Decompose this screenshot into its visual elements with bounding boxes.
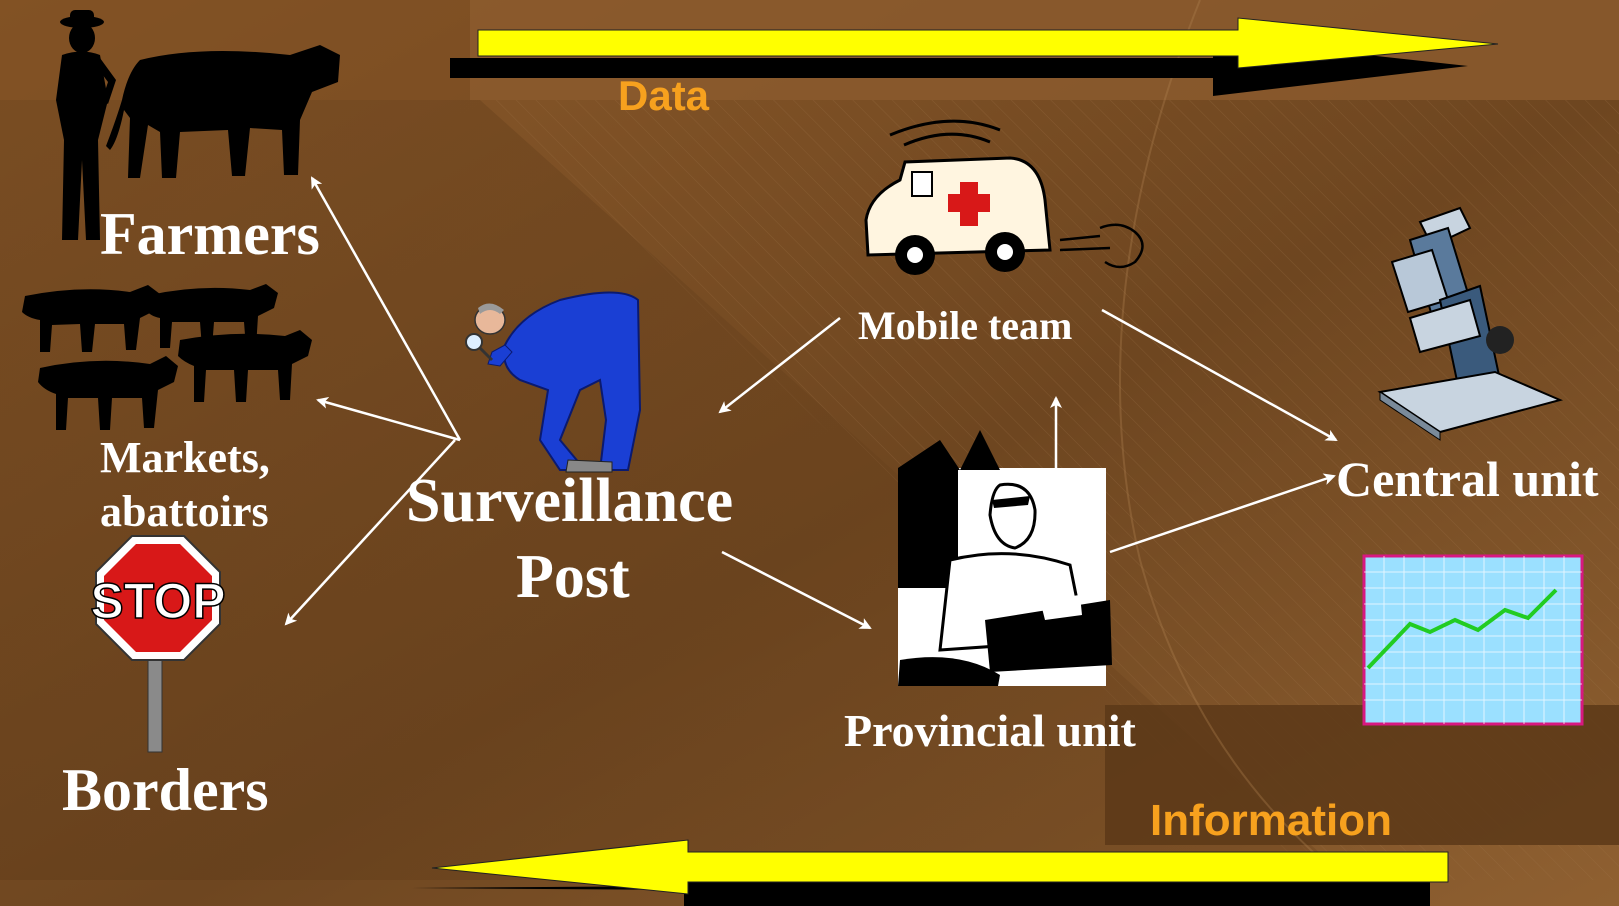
provincial-unit-label: Provincial unit (844, 705, 1136, 756)
arrow-to-markets (316, 396, 461, 442)
herd-icon (22, 284, 312, 430)
ambulance-icon (864, 119, 1144, 275)
connector-arrows (284, 176, 1338, 630)
arrow-to-borders (284, 439, 456, 626)
farmer-icon (56, 10, 116, 240)
mobile-team-label: Mobile team (858, 303, 1073, 348)
data-flow-arrow (450, 17, 1499, 96)
farmers-label: Farmers (100, 201, 320, 267)
markets-label-line2: abattoirs (100, 487, 269, 536)
cow-icon (106, 45, 340, 178)
arrow-post-to-provincial (721, 550, 872, 630)
arrow-to-farmers (310, 176, 462, 441)
arrow-mobile-to-central (1101, 308, 1338, 442)
information-flow-label: Information (1150, 796, 1392, 845)
markets-label-line1: Markets, (100, 433, 270, 482)
information-flow-arrow (412, 839, 1449, 906)
arrow-mobile-to-post (718, 317, 841, 414)
borders-label: Borders (62, 757, 269, 823)
data-flow-label: Data (618, 72, 710, 119)
stop-sign-text: STOP (90, 573, 225, 629)
inspector-icon (465, 291, 642, 473)
surveillance-post-label-line2: Post (516, 543, 630, 611)
central-unit-label: Central unit (1336, 451, 1599, 507)
chart-icon (1362, 554, 1584, 726)
surveillance-post-label-line1: Surveillance (406, 467, 734, 535)
arrow-provincial-to-central (1109, 473, 1336, 554)
office-worker-icon (898, 430, 1112, 686)
stop-sign-icon: STOP (90, 535, 226, 753)
microscope-icon (1377, 206, 1564, 441)
